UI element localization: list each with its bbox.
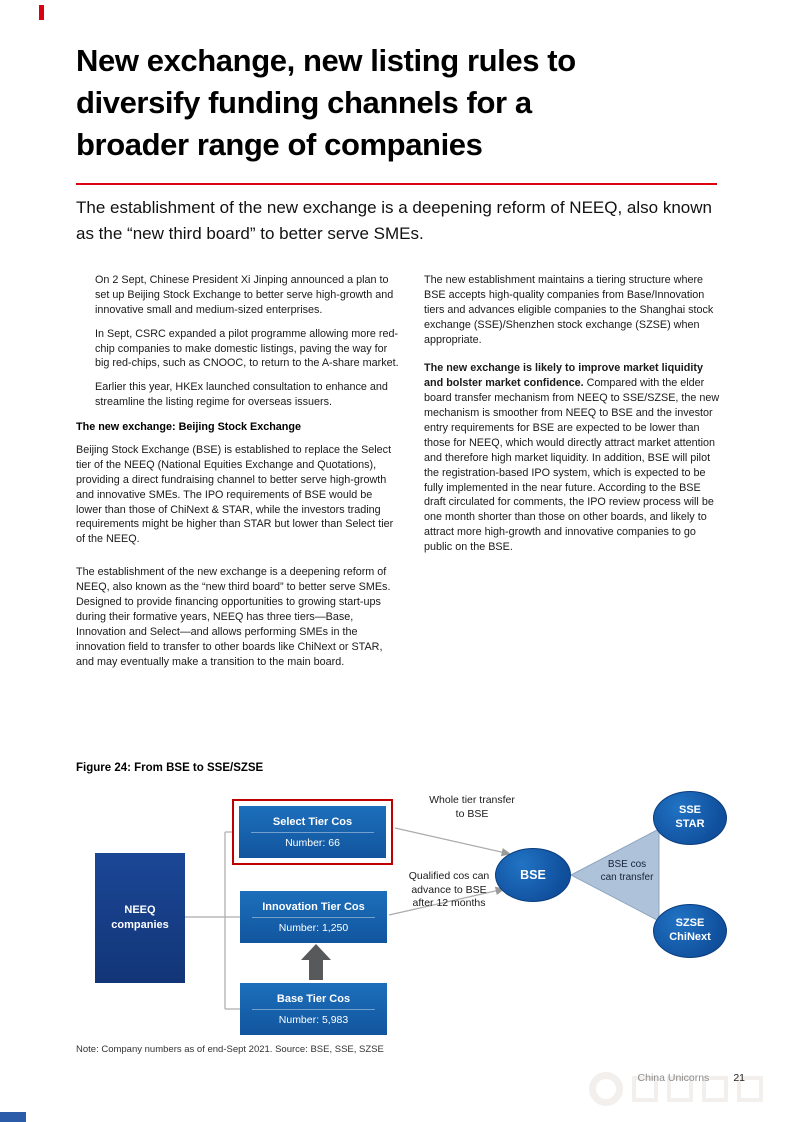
body-paragraph: The establishment of the new exchange is… [76,566,391,668]
neeq-label: NEEQ companies [111,904,169,931]
bse-node: BSE [495,848,571,902]
page-title-line-2: diversify funding channels for a [76,85,532,120]
neeq-companies-node: NEEQ companies [95,853,185,983]
qualified-cos-label: Qualified cos can advance to BSE after 1… [408,870,490,910]
szse-chinext-node: SZSE ChiNext [653,904,727,958]
szse-label-line2: ChiNext [669,931,711,943]
sse-label-line1: SSE [678,804,701,817]
intro-paragraph: In Sept, CSRC expanded a pilot programme… [95,327,399,370]
figure-caption: Figure 24: From BSE to SSE/SZSE [76,762,264,774]
sse-label-line2: STAR [675,818,705,830]
diagram-connectors [185,827,660,1010]
transfer-triangle [569,828,660,922]
page-subtitle: The establishment of the new exchange is… [76,198,712,244]
figure-note: Note: Company numbers as of end-Sept 202… [76,1044,384,1055]
corner-blue-mark [0,1112,26,1122]
innovation-tier-title: Innovation Tier Cos [262,900,365,913]
left-column: On 2 Sept, Chinese President Xi Jinping … [76,273,401,677]
bse-flow-diagram: NEEQ companies Select Tier Cos Number: 6… [76,788,738,1038]
arrow-innovation-to-bse [388,886,506,916]
watermark-glyph [737,1076,763,1102]
paragraph-continuation: Compared with the elder board transfer m… [424,377,720,554]
transfer-label-line2: can transfer [600,872,654,883]
page-title: New exchange, new listing rules to diver… [76,40,706,166]
base-tier-title: Base Tier Cos [276,992,351,1005]
select-tier-node: Select Tier Cos Number: 66 [239,806,386,858]
page-title-line-3: broader range of companies [76,127,483,162]
base-tier-number: Number: 5,983 [252,1008,375,1026]
sse-star-node: SSE STAR [653,791,727,845]
bse-label: BSE [520,868,546,882]
accent-rule [76,183,717,185]
watermark-logo-icon [589,1072,623,1106]
whole-tier-transfer-label: Whole tier transfer to BSE [429,794,515,820]
body-paragraph: The new exchange is likely to improve ma… [424,361,724,555]
base-tier-node: Base Tier Cos Number: 5,983 [240,983,387,1035]
arrow-select-to-bse [394,827,512,857]
szse-label-line1: SZSE [675,917,705,930]
bse-cos-transfer-label: BSE cos can transfer [588,858,666,884]
watermark-glyph [667,1076,693,1102]
right-column: The new establishment maintains a tierin… [424,273,724,677]
body-columns: On 2 Sept, Chinese President Xi Jinping … [76,273,724,677]
footer-page-number: 21 [733,1072,745,1084]
footer-section-title: China Unicorns [637,1072,710,1084]
transfer-label-line1: BSE cos [607,859,647,870]
innovation-tier-node: Innovation Tier Cos Number: 1,250 [240,891,387,943]
select-tier-number: Number: 66 [251,831,374,849]
bold-lead-sentence: The new exchange is likely to improve ma… [424,362,704,390]
watermark [589,1072,763,1106]
figure-24: Figure 24: From BSE to SSE/SZSE [76,760,738,1055]
select-tier-title: Select Tier Cos [272,815,353,828]
body-paragraph: The new establishment maintains a tierin… [424,274,714,346]
intro-paragraph: Earlier this year, HKEx launched consult… [95,381,388,409]
section-heading: The new exchange: Beijing Stock Exchange [76,421,301,434]
page-title-line-1: New exchange, new listing rules to [76,43,576,78]
body-paragraph: Beijing Stock Exchange (BSE) is establis… [76,444,394,546]
intro-paragraphs: On 2 Sept, Chinese President Xi Jinping … [76,273,401,410]
corner-red-mark [39,5,44,20]
intro-paragraph: On 2 Sept, Chinese President Xi Jinping … [95,274,394,316]
watermark-glyph [632,1076,658,1102]
watermark-glyph [702,1076,728,1102]
select-tier-highlight: Select Tier Cos Number: 66 [232,799,393,865]
up-arrow-icon [301,944,331,980]
page-footer: China Unicorns 21 [638,1072,745,1084]
innovation-tier-number: Number: 1,250 [252,916,375,934]
